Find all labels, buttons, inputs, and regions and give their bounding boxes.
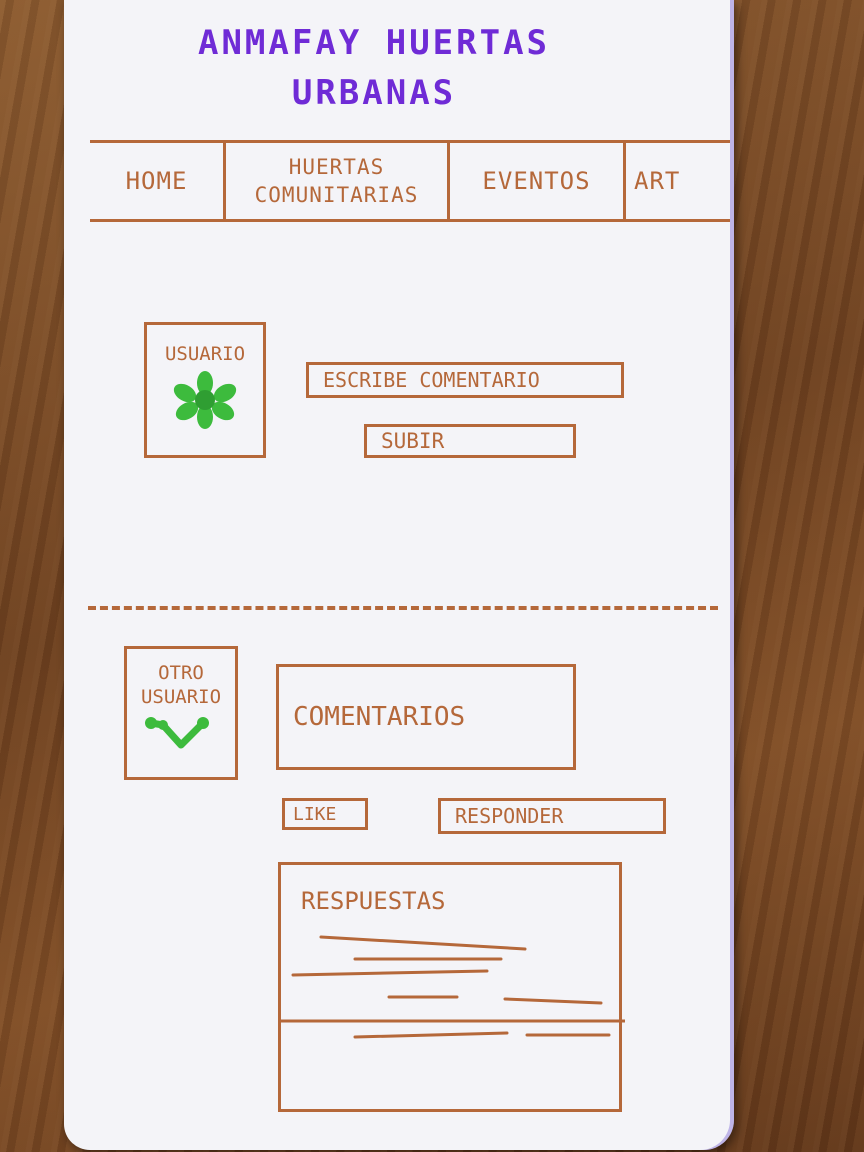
main-nav: Home Huertas Comunitarias Eventos Art [90, 140, 730, 222]
comment-input[interactable]: Escribe comentario [306, 362, 624, 398]
user-label: Usuario [164, 343, 246, 365]
comment-text-box: Comentarios [276, 664, 576, 770]
upload-button[interactable]: Subir [364, 424, 576, 458]
check-avatar-icon [145, 717, 209, 749]
reply-button[interactable]: Responder [438, 798, 666, 834]
nav-art[interactable]: Art [634, 167, 681, 195]
replies-panel: Respuestas [278, 862, 625, 1112]
flower-avatar-icon [173, 371, 237, 429]
section-divider [88, 606, 718, 614]
nav-huertas-comunitarias[interactable]: Huertas Comunitarias [226, 143, 450, 219]
other-user-label: Otro Usuario [140, 662, 222, 708]
nav-home[interactable]: Home [90, 143, 226, 219]
reply-placeholder-lines [281, 935, 625, 1039]
site-title: Anmafay Huertas Urbanas [197, 23, 551, 113]
like-button[interactable]: Like [282, 798, 368, 830]
other-user-card: Otro Usuario [124, 646, 238, 780]
current-user-card: Usuario [144, 322, 266, 458]
mockup-card: Anmafay Huertas Urbanas Home Huertas Com… [64, 0, 734, 1150]
nav-eventos[interactable]: Eventos [450, 143, 626, 219]
replies-title: Respuestas [301, 887, 446, 915]
